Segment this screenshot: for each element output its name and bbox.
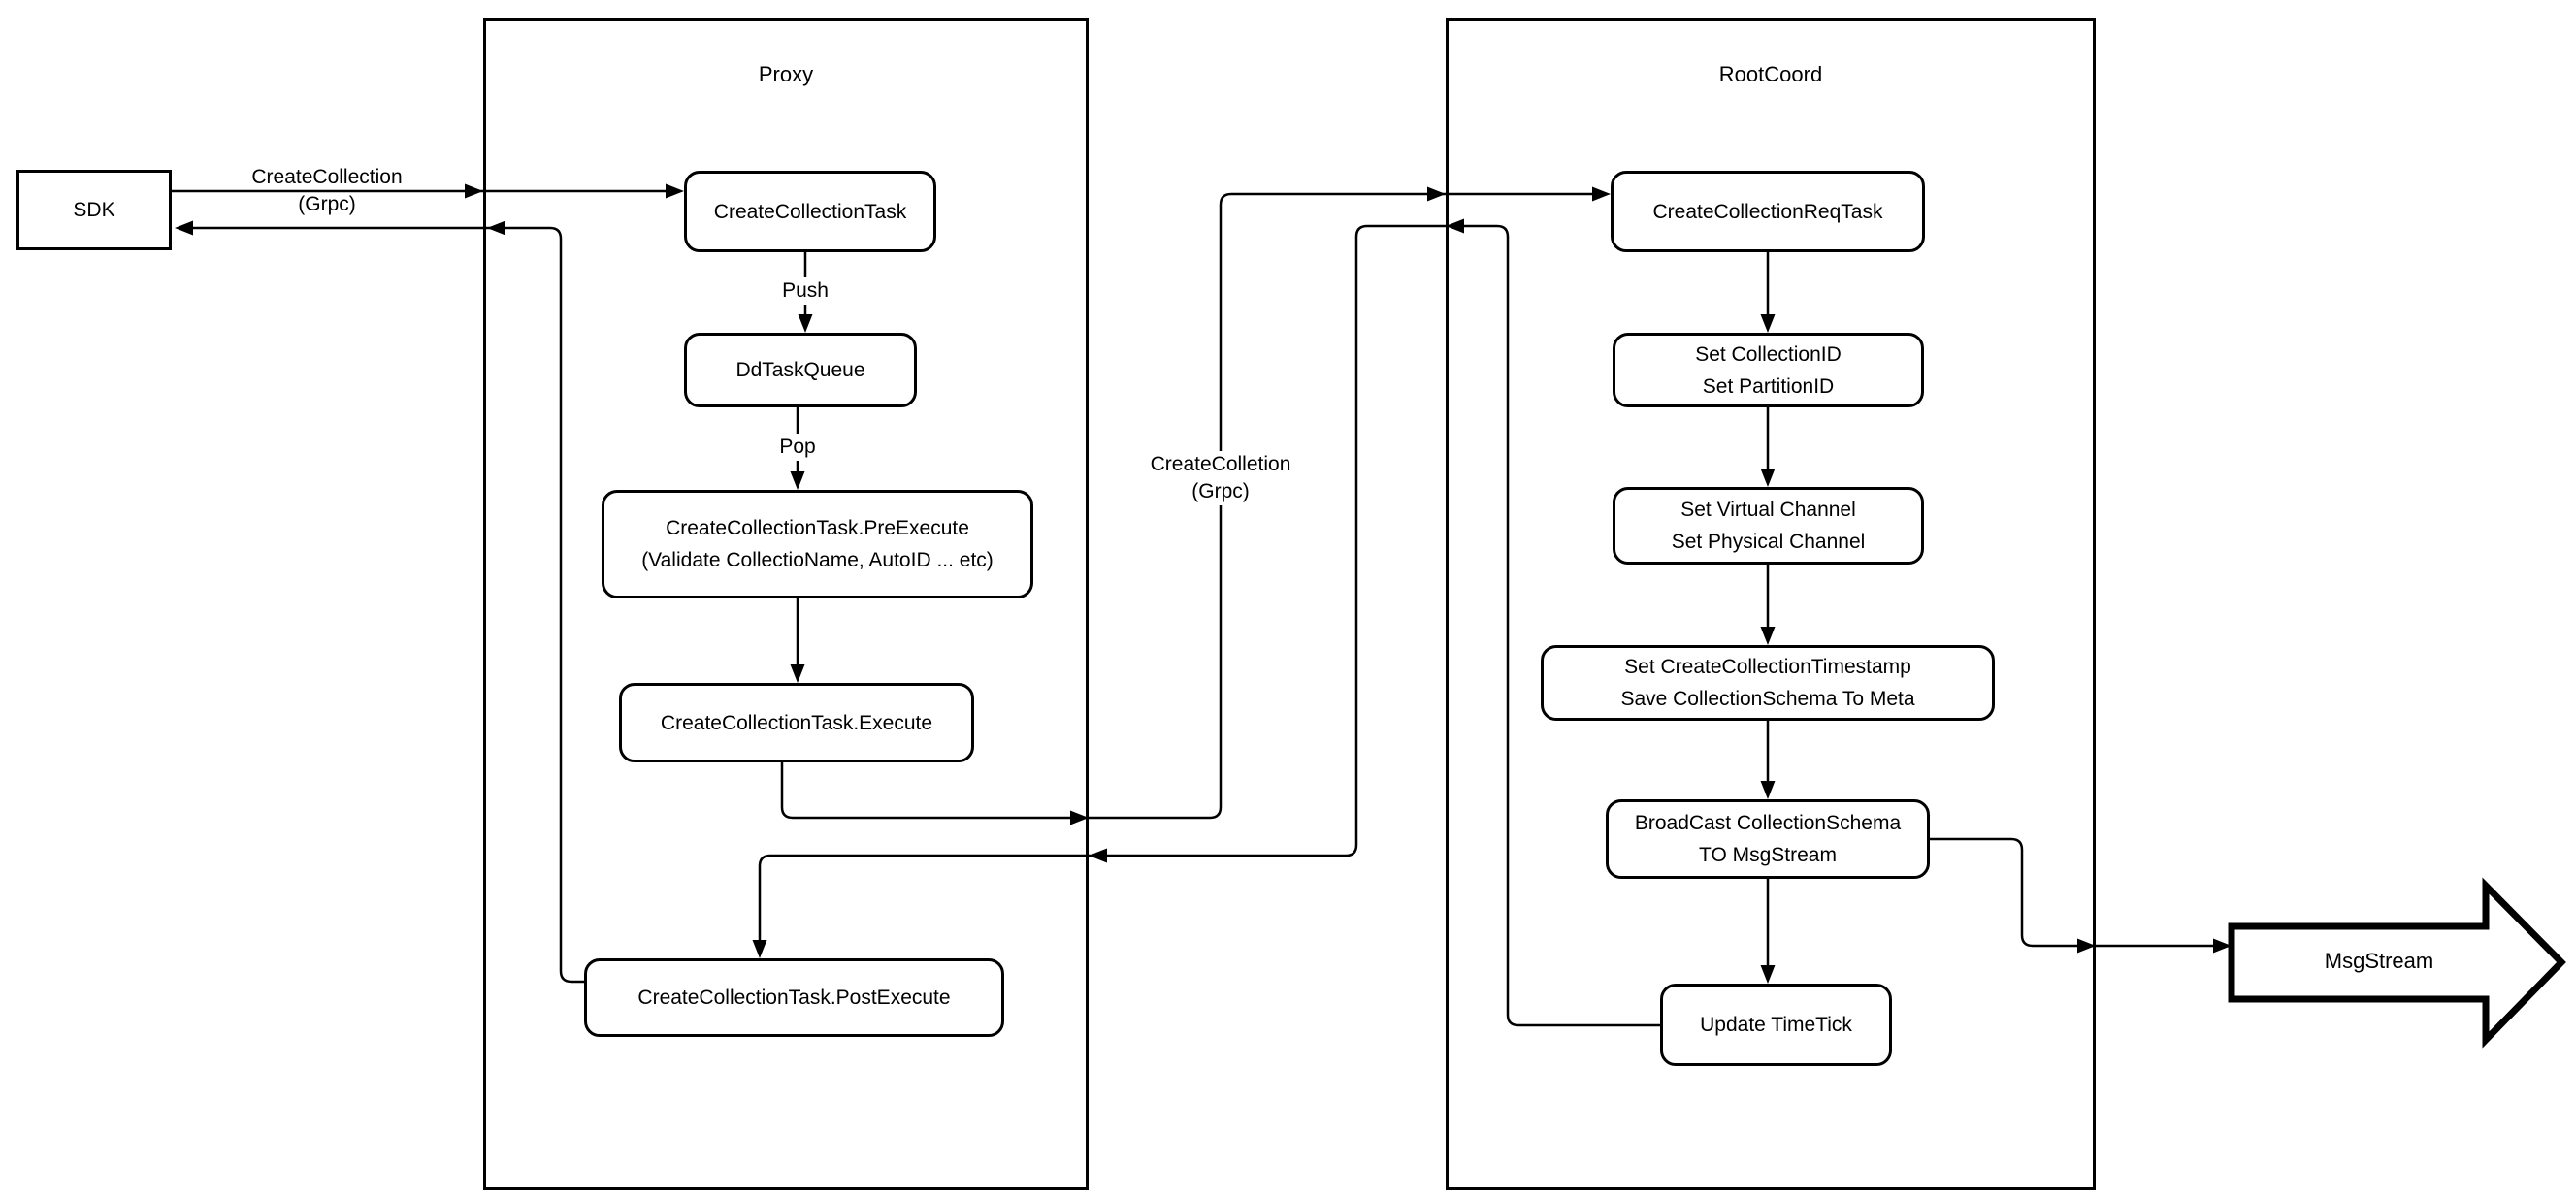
edge-label-sdk-call: CreateCollection (Grpc) [251, 164, 402, 218]
node-broadcast-line2: TO MsgStream [1699, 844, 1837, 866]
node-pre-execute-line2: (Validate CollectioName, AutoID ... etc) [641, 549, 994, 571]
edge-post-execute-to-sdk [179, 226, 584, 984]
node-update-timetick: Update TimeTick [1660, 984, 1892, 1066]
node-execute-label: CreateCollectionTask.Execute [660, 711, 933, 734]
node-pre-execute-line1: CreateCollectionTask.PreExecute [666, 517, 969, 539]
edge-timetick-to-post-execute [758, 224, 1660, 1027]
node-set-ids: Set CollectionID Set PartitionID [1613, 333, 1924, 407]
node-set-ids-line1: Set CollectionID [1695, 342, 1842, 366]
node-broadcast-line1: BroadCast CollectionSchema [1634, 812, 1902, 834]
node-set-timestamp-line1: Set CreateCollectionTimestamp [1624, 656, 1911, 678]
edge-label-sdk-call-line2: (Grpc) [298, 193, 356, 215]
node-sdk: SDK [16, 170, 172, 250]
node-update-timetick-label: Update TimeTick [1700, 1014, 1852, 1036]
node-pre-execute: CreateCollectionTask.PreExecute (Validat… [602, 490, 1033, 598]
node-set-timestamp-line2: Save CollectionSchema To Meta [1620, 688, 1915, 710]
node-set-channels-line2: Set Physical Channel [1671, 531, 1866, 553]
node-create-collection-task: CreateCollectionTask [684, 171, 936, 252]
node-set-ids-line2: Set PartitionID [1702, 374, 1835, 398]
node-set-timestamp: Set CreateCollectionTimestamp Save Colle… [1541, 645, 1995, 721]
proxy-container [483, 18, 1089, 1190]
node-create-collection-req-task: CreateCollectionReqTask [1611, 171, 1925, 252]
node-post-execute-label: CreateCollectionTask.PostExecute [637, 987, 951, 1009]
msgstream-arrow-shape [2228, 877, 2566, 1049]
node-dd-task-queue: DdTaskQueue [684, 333, 917, 407]
node-sdk-label: SDK [73, 199, 115, 221]
rootcoord-title: RootCoord [1718, 62, 1823, 86]
node-create-collection-task-label: CreateCollectionTask [713, 200, 907, 223]
msgstream-label: MsgStream [2324, 949, 2434, 973]
edge-label-pop: Pop [771, 434, 824, 461]
edge-execute-to-req-task [780, 192, 1607, 820]
node-create-collection-req-task-label: CreateCollectionReqTask [1652, 200, 1883, 223]
arrowheads [175, 183, 2232, 984]
rootcoord-container [1446, 18, 2096, 1190]
node-set-channels-line1: Set Virtual Channel [1680, 499, 1856, 521]
edge-label-sdk-call-line1: CreateCollection [251, 166, 403, 188]
edge-label-proxy-call-line1: CreateColletion [1150, 453, 1291, 475]
proxy-title: Proxy [758, 62, 814, 86]
node-broadcast: BroadCast CollectionSchema TO MsgStream [1606, 799, 1930, 879]
node-set-channels: Set Virtual Channel Set Physical Channel [1613, 487, 1924, 565]
edge-broadcast-to-msgstream [1930, 837, 2228, 948]
edge-label-proxy-call-line2: (Grpc) [1191, 480, 1250, 502]
node-post-execute: CreateCollectionTask.PostExecute [584, 958, 1004, 1037]
edge-label-proxy-call: CreateColletion (Grpc) [1142, 451, 1299, 505]
edge-label-push: Push [774, 277, 836, 305]
node-execute: CreateCollectionTask.Execute [619, 683, 974, 762]
node-dd-task-queue-label: DdTaskQueue [735, 359, 865, 381]
